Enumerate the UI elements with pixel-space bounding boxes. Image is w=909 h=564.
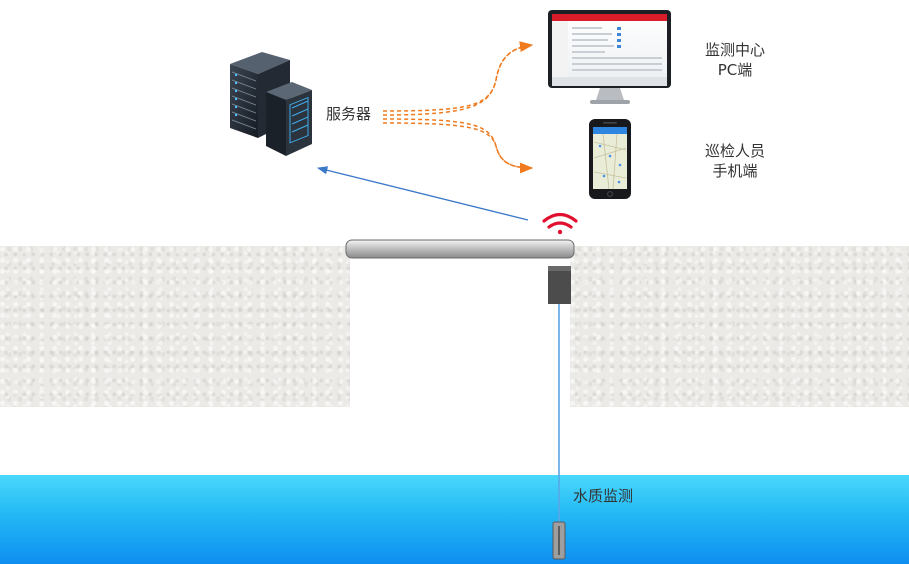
- data-flow-to-mobile: [382, 118, 534, 174]
- ground-right: [570, 246, 909, 407]
- transmitter-box: [548, 266, 571, 304]
- mobile-label-line1: 巡检人员: [704, 142, 765, 160]
- mobile-client-label: 巡检人员 手机端: [695, 141, 775, 181]
- desktop-monitor-icon: [548, 10, 671, 104]
- server-label: 服务器: [326, 105, 372, 123]
- pc-client-label: 监测中心 PC端: [695, 40, 775, 80]
- smartphone-map-icon: [589, 119, 631, 199]
- well-cover-plate: [345, 239, 575, 259]
- water-layer: [0, 475, 909, 564]
- ground-left: [0, 246, 350, 407]
- server-rack-icon: [230, 52, 312, 156]
- wifi-signal-icon: [542, 212, 578, 235]
- pc-label-line2: PC端: [717, 61, 753, 79]
- data-flow-to-pc: [382, 41, 534, 116]
- pc-label-line1: 监测中心: [704, 41, 765, 59]
- water-quality-probe: [552, 521, 566, 560]
- uplink-arrow: [316, 166, 529, 221]
- mobile-label-line2: 手机端: [712, 162, 758, 180]
- water-quality-label: 水质监测: [573, 487, 634, 505]
